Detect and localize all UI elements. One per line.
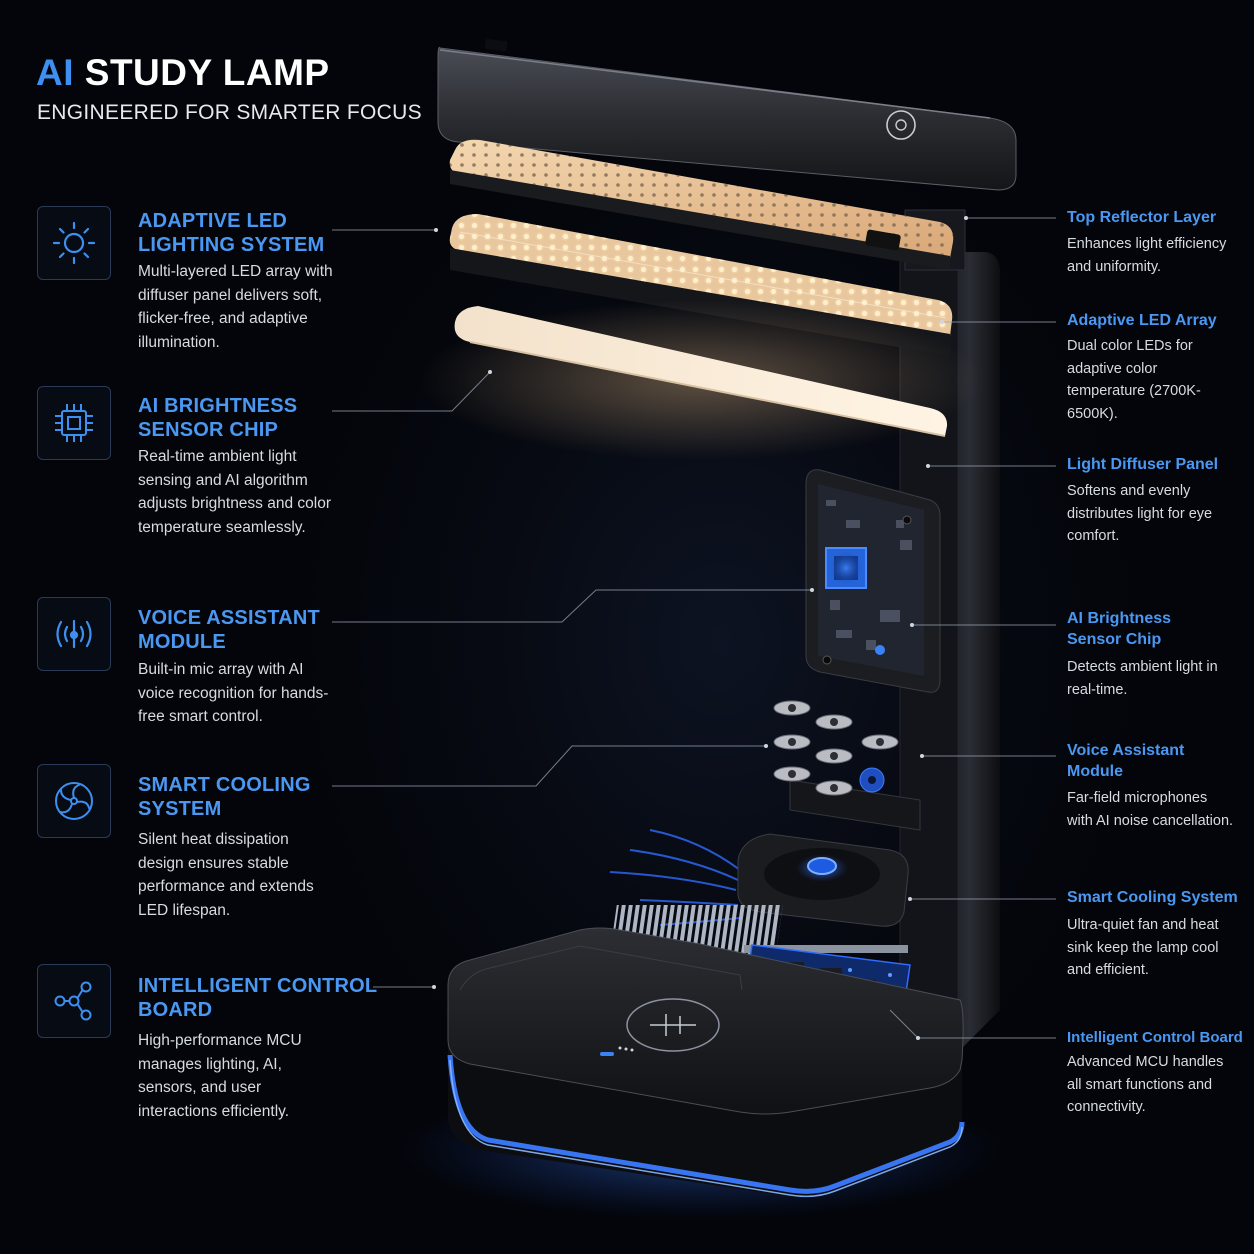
component-desc-control: Advanced MCU handles all smart functions…: [1067, 1054, 1224, 1115]
component-title-voice: Voice Assistant Module: [1067, 742, 1185, 780]
lamp-base: [400, 927, 1000, 1220]
feature-desc-voice: Built-in mic array with AI voice recogni…: [138, 661, 329, 725]
reflector-layer: [449, 139, 954, 270]
sensor-board: [805, 469, 941, 693]
title-accent: AI: [36, 52, 74, 93]
network-icon: [54, 981, 92, 1021]
component-title-control: Intelligent Control Board: [1067, 1029, 1243, 1046]
feature-icon-box: [37, 964, 111, 1038]
feature-icon-box: [37, 597, 111, 671]
lamp-head: [437, 47, 1017, 191]
feature-title-voice: VOICE ASSISTANT MODULE: [138, 607, 320, 653]
feature-icon-box: [37, 206, 111, 280]
title-text: STUDY LAMP: [84, 52, 330, 93]
feature-title-control: INTELLIGENT CONTROL BOARD: [138, 975, 377, 1021]
component-desc-cooling: Ultra-quiet fan and heat sink keep the l…: [1067, 917, 1219, 978]
component-title-diffuser: Light Diffuser Panel: [1067, 456, 1219, 473]
component-title-sensor: AI Brightness Sensor Chip: [1067, 610, 1172, 648]
voice-wave-icon: [56, 619, 92, 649]
fan-icon: [55, 782, 93, 820]
chip-icon: [55, 404, 93, 442]
feature-icon-box: [37, 386, 111, 460]
component-title-led-array: Adaptive LED Array: [1067, 312, 1217, 329]
left-leader-lines: [332, 229, 812, 988]
component-desc-voice: Far-field microphones with AI noise canc…: [1067, 790, 1234, 829]
feature-desc-sensor: Real-time ambient light sensing and AI a…: [138, 448, 332, 536]
feature-icon-box: [37, 764, 111, 838]
feature-desc-cooling: Silent heat dissipation design ensures s…: [138, 831, 314, 919]
component-title-reflector: Top Reflector Layer: [1067, 209, 1217, 226]
feature-title-sensor: AI BRIGHTNESS SENSOR CHIP: [138, 395, 298, 441]
sun-icon: [52, 221, 96, 265]
component-desc-diffuser: Softens and evenly distributes light for…: [1067, 483, 1213, 544]
cooling-fan: [609, 833, 909, 955]
component-title-cooling: Smart Cooling System: [1067, 889, 1238, 906]
component-desc-reflector: Enhances light efficiency and uniformity…: [1067, 236, 1227, 275]
page-subtitle: ENGINEERED FOR SMARTER FOCUS: [37, 101, 422, 124]
microphone-array: [773, 700, 921, 831]
page-title: AI STUDY LAMP: [36, 52, 330, 94]
feature-title-led: ADAPTIVE LED LIGHTING SYSTEM: [138, 210, 325, 256]
component-desc-led-array: Dual color LEDs for adaptive color tempe…: [1067, 338, 1201, 422]
feature-title-cooling: SMART COOLING SYSTEM: [138, 774, 311, 820]
component-desc-sensor: Detects ambient light in real-time.: [1067, 659, 1218, 698]
feature-desc-led: Multi-layered LED array with diffuser pa…: [138, 263, 333, 351]
feature-desc-control: High-performance MCU manages lighting, A…: [138, 1032, 302, 1120]
diffuser-panel: [420, 300, 980, 460]
